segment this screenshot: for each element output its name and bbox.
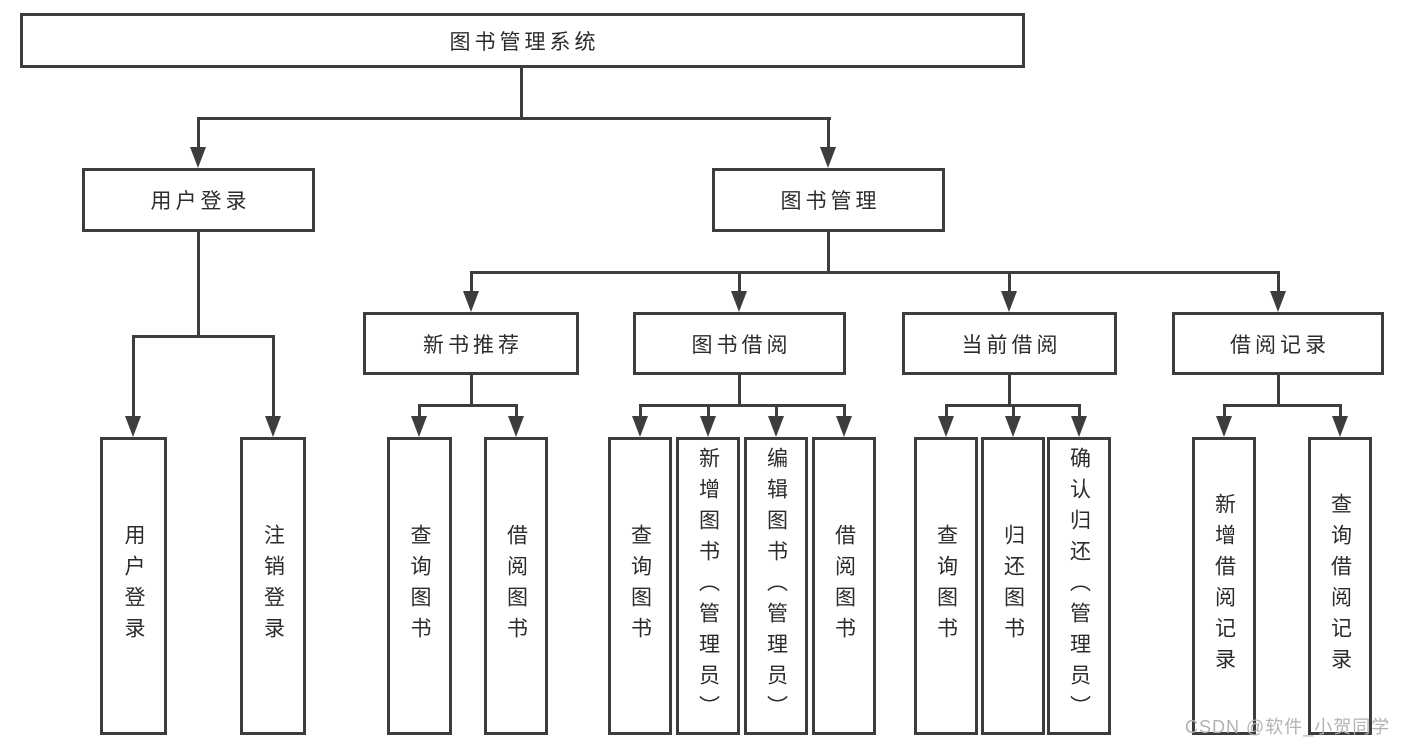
leaf-query-books-3-label: 查询图书 <box>934 524 958 648</box>
arrow-leaf-borrow2 <box>836 416 852 437</box>
node-book-borrow-label: 图书借阅 <box>691 333 792 357</box>
leaf-return-books-label: 归还图书 <box>1001 524 1025 648</box>
node-user-login: 用户登录 <box>82 168 315 232</box>
leaf-borrow-books-1-label: 借阅图书 <box>504 524 528 648</box>
connector-drop-leaf-return <box>1012 404 1015 418</box>
leaf-add-borrow-record-label: 新增借阅记录 <box>1212 493 1236 679</box>
connector-drop-user-login <box>197 117 200 151</box>
connector-drop-leaf-add-record <box>1223 404 1226 418</box>
leaf-add-books-admin: 新增图书（管理员） <box>676 437 740 735</box>
connector-drop-borrow-records <box>1277 271 1280 293</box>
leaf-user-login-label: 用户登录 <box>122 524 145 648</box>
node-current-borrow-label: 当前借阅 <box>961 333 1062 357</box>
connector-root-stem <box>520 68 523 118</box>
arrow-leaf-query3 <box>938 416 954 437</box>
leaf-query-borrow-record: 查询借阅记录 <box>1308 437 1372 735</box>
node-borrow-records-label: 借阅记录 <box>1230 333 1330 357</box>
leaf-borrow-books-2-label: 借阅图书 <box>832 524 856 648</box>
node-root: 图书管理系统 <box>20 13 1025 68</box>
leaf-query-borrow-record-label: 查询借阅记录 <box>1328 493 1352 679</box>
connector-book-mgmt-stem <box>827 232 830 274</box>
arrow-leaf-return <box>1005 416 1021 437</box>
arrow-leaf-query2 <box>632 416 648 437</box>
connector-book-borrow-stem <box>738 375 741 407</box>
connector-book-mgmt-branch <box>470 271 1280 274</box>
leaf-query-books-1: 查询图书 <box>387 437 452 735</box>
connector-drop-leaf-borrow2 <box>843 404 846 418</box>
connector-new-books-subbranch <box>418 404 518 407</box>
connector-drop-login-leaf <box>132 335 135 420</box>
leaf-borrow-books-2: 借阅图书 <box>812 437 876 735</box>
node-new-books: 新书推荐 <box>363 312 579 375</box>
arrow-new-books <box>463 291 479 312</box>
arrow-book-borrow <box>731 291 747 312</box>
node-book-borrow: 图书借阅 <box>633 312 846 375</box>
leaf-edit-books-admin: 编辑图书（管理员） <box>744 437 808 735</box>
leaf-return-books: 归还图书 <box>981 437 1045 735</box>
node-book-mgmt-label: 图书管理 <box>780 190 881 213</box>
arrow-current-borrow <box>1001 291 1017 312</box>
connector-borrow-records-subbranch <box>1223 404 1342 407</box>
arrow-logout-leaf <box>265 416 281 437</box>
arrow-book-mgmt <box>820 147 836 168</box>
connector-drop-book-borrow <box>738 271 741 293</box>
connector-drop-leaf-borrow1 <box>515 404 518 418</box>
connector-drop-leaf-query1 <box>418 404 421 418</box>
connector-drop-leaf-query-record <box>1339 404 1342 418</box>
leaf-logout-label: 注销登录 <box>261 524 285 648</box>
arrow-leaf-edit-book <box>768 416 784 437</box>
connector-drop-leaf-query3 <box>945 404 948 418</box>
connector-drop-leaf-edit-book <box>775 404 778 418</box>
connector-current-borrow-stem <box>1008 375 1011 407</box>
connector-drop-current-borrow <box>1008 271 1011 293</box>
leaf-query-books-2-label: 查询图书 <box>628 524 652 648</box>
connector-drop-book-mgmt <box>827 117 830 151</box>
node-book-mgmt: 图书管理 <box>712 168 945 232</box>
arrow-user-login <box>190 147 206 168</box>
leaf-confirm-return-admin: 确认归还（管理员） <box>1047 437 1111 735</box>
node-current-borrow: 当前借阅 <box>902 312 1117 375</box>
node-user-login-label: 用户登录 <box>150 190 251 213</box>
connector-drop-leaf-confirm-return <box>1078 404 1081 418</box>
node-new-books-label: 新书推荐 <box>423 333 523 357</box>
arrow-leaf-borrow1 <box>508 416 524 437</box>
node-borrow-records: 借阅记录 <box>1172 312 1384 375</box>
connector-user-login-stem <box>197 232 200 338</box>
connector-drop-leaf-query2 <box>639 404 642 418</box>
arrow-borrow-records <box>1270 291 1286 312</box>
leaf-user-login: 用户登录 <box>100 437 167 735</box>
leaf-query-books-1-label: 查询图书 <box>408 524 431 648</box>
leaf-borrow-books-1: 借阅图书 <box>484 437 548 735</box>
connector-drop-logout-leaf <box>272 335 275 420</box>
watermark: CSDN @软件_小贺同学 <box>1185 717 1391 737</box>
arrow-leaf-add-record <box>1216 416 1232 437</box>
leaf-add-borrow-record: 新增借阅记录 <box>1192 437 1256 735</box>
leaf-logout: 注销登录 <box>240 437 306 735</box>
leaf-add-books-admin-label: 新增图书（管理员） <box>696 446 720 726</box>
arrow-leaf-add-book <box>700 416 716 437</box>
leaf-query-books-3: 查询图书 <box>914 437 978 735</box>
arrow-leaf-query-record <box>1332 416 1348 437</box>
connector-book-borrow-subbranch <box>639 404 846 407</box>
node-root-label: 图书管理系统 <box>449 30 600 54</box>
leaf-edit-books-admin-label: 编辑图书（管理员） <box>764 446 788 726</box>
connector-user-login-branch <box>132 335 275 338</box>
connector-new-books-stem <box>470 375 473 407</box>
arrow-login-leaf <box>125 416 141 437</box>
connector-drop-new-books <box>470 271 473 293</box>
connector-root-branch <box>197 117 831 120</box>
connector-drop-leaf-add-book <box>707 404 710 418</box>
arrow-leaf-query1 <box>411 416 427 437</box>
leaf-query-books-2: 查询图书 <box>608 437 672 735</box>
arrow-leaf-confirm-return <box>1071 416 1087 437</box>
leaf-confirm-return-admin-label: 确认归还（管理员） <box>1067 446 1091 726</box>
connector-borrow-records-stem <box>1277 375 1280 407</box>
